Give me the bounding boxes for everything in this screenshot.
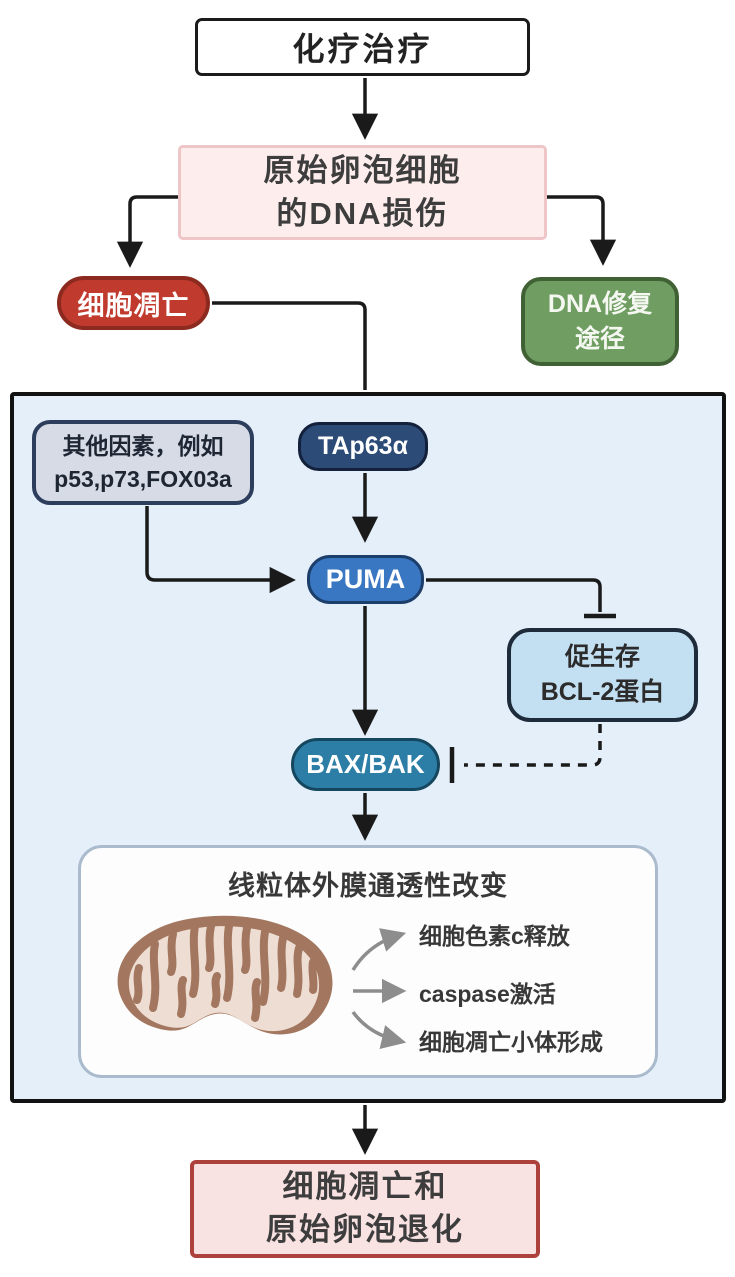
node-baxbak: BAX/BAK xyxy=(291,738,440,791)
arrow-factors-to-puma xyxy=(145,506,296,594)
node-apoptosis: 细胞凋亡 xyxy=(57,276,210,330)
node-tap63a: TAp63α xyxy=(298,422,428,471)
node-chemotherapy-label: 化疗治疗 xyxy=(292,31,433,67)
arrow-damage-to-apoptosis xyxy=(116,195,178,268)
node-dna-repair-line2: 途径 xyxy=(574,324,625,353)
node-apoptosis-label: 细胞凋亡 xyxy=(77,290,190,321)
node-other-factors-line1: 其他因素，例如 xyxy=(62,433,224,460)
node-final-outcome: 细胞凋亡和 原始卵泡退化 xyxy=(190,1160,540,1258)
node-final-line2: 原始卵泡退化 xyxy=(266,1212,464,1247)
node-dna-damage-line1: 原始卵泡细胞 xyxy=(263,152,462,188)
node-other-factors: 其他因素，例如 p53,p73,FOX03a xyxy=(32,420,254,505)
node-dna-damage-line2: 的DNA损伤 xyxy=(276,195,449,231)
node-bcl2-line2: BCL-2蛋白 xyxy=(540,678,665,706)
dashed-bcl2-inhibits-baxbak xyxy=(464,724,602,767)
node-dna-repair-line1: DNA修复 xyxy=(547,289,653,318)
node-dna-repair: DNA修复 途径 xyxy=(521,277,679,366)
node-bcl2: 促生存 BCL-2蛋白 xyxy=(507,628,698,722)
node-dna-damage: 原始卵泡细胞 的DNA损伤 xyxy=(178,145,547,240)
node-bcl2-line1: 促生存 xyxy=(564,642,640,671)
node-puma-label: PUMA xyxy=(325,564,406,594)
node-other-factors-line2: p53,p73,FOX03a xyxy=(54,465,232,492)
arrow-damage-to-repair xyxy=(547,195,617,266)
node-puma: PUMA xyxy=(307,555,424,604)
node-baxbak-label: BAX/BAK xyxy=(306,749,425,779)
node-final-line1: 细胞凋亡和 xyxy=(282,1169,448,1205)
line-apoptosis-to-panel xyxy=(212,301,367,390)
line-puma-inhibits-bcl2 xyxy=(426,578,602,612)
node-chemotherapy: 化疗治疗 xyxy=(195,18,530,76)
node-tap63a-label: TAp63α xyxy=(318,432,408,460)
